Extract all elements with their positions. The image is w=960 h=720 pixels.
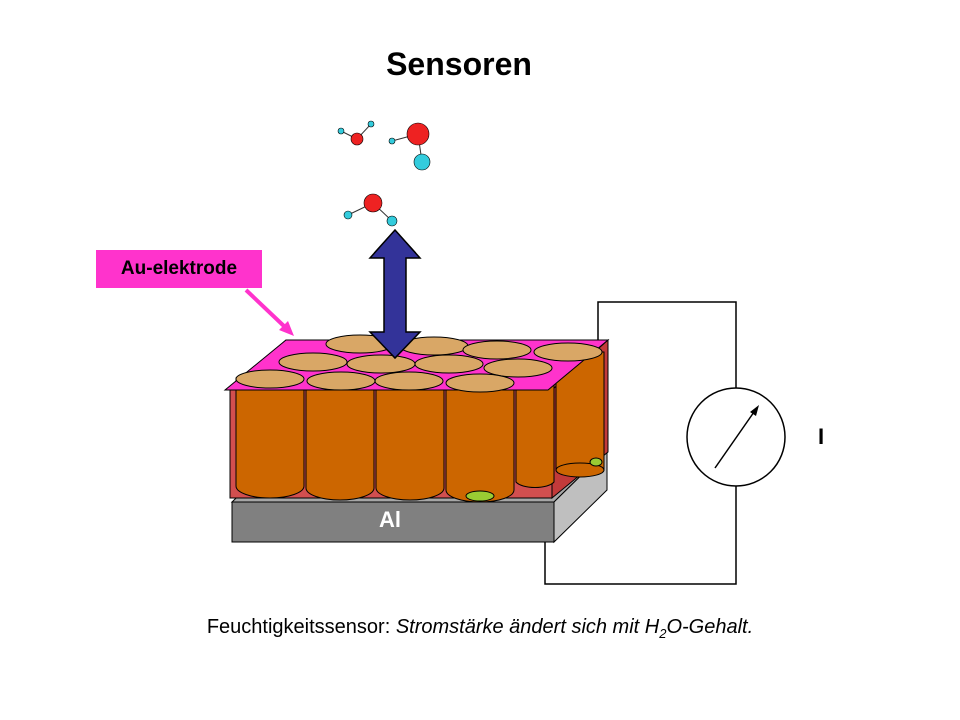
slide-title: Sensoren [386,46,532,82]
pore-cylinders [235,351,605,503]
au-electrode-label: Au-elektrode [96,250,262,288]
caption: Feuchtigkeitssensor: Stromstärke ändert … [0,616,960,641]
water-molecule-icon [388,122,431,171]
pointer-arrow-icon [244,288,294,336]
double-arrow-shape [368,228,422,360]
pore-openings [235,334,603,393]
caption-prefix: Feuchtigkeitssensor: [206,616,396,638]
ammeter-icon [686,387,786,487]
caption-italic-1: Stromstärke ändert sich mit H [395,616,660,638]
caption-italic-2: O-Gehalt. [666,616,754,638]
water-molecule-icon [343,193,398,227]
substrate-label: Al [379,507,401,532]
caption-subscript: 2 [659,626,667,641]
water-molecule-icon [337,120,375,146]
current-label: I [818,424,825,449]
